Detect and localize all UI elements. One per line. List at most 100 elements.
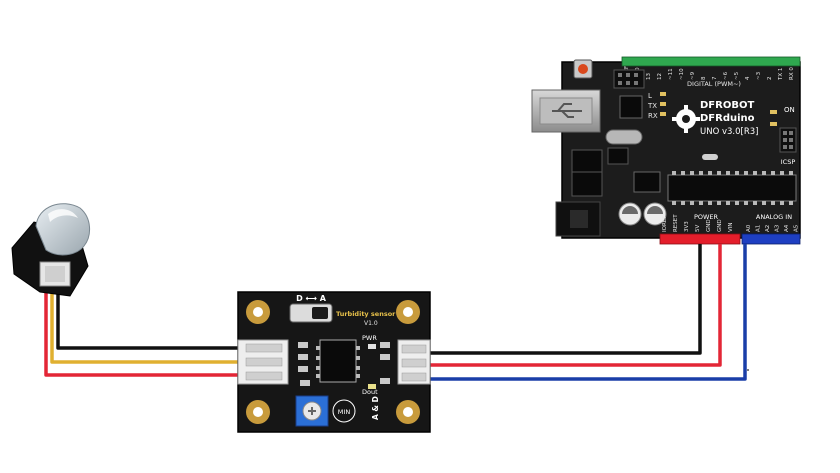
pwr-label: PWR <box>362 334 377 342</box>
chip-pin <box>726 201 730 205</box>
analog-pin-label-4: A4 <box>784 224 790 232</box>
board-title: Turbidity sensor <box>336 310 396 318</box>
chip-pin <box>681 171 685 175</box>
dout-label: Dout <box>362 388 378 396</box>
wire-black <box>430 244 702 355</box>
analog-pin-label-1: A1 <box>756 225 762 232</box>
wires-board-to-arduino <box>430 244 747 381</box>
analog-pin-label-5: A5 <box>794 224 800 232</box>
usb-chip <box>619 95 643 119</box>
analog-header-strip <box>741 233 801 245</box>
voltage-regulator-2 <box>571 171 603 197</box>
probe-wire-black <box>56 290 240 350</box>
probe-wire-yellow <box>50 290 240 364</box>
chip-pin <box>717 201 721 205</box>
on-label: ON <box>784 106 795 114</box>
chip-pin <box>780 201 784 205</box>
wire-blue <box>430 244 747 381</box>
icsp-header <box>779 127 797 153</box>
digital-header-strip <box>621 56 801 67</box>
digital-pin-label-15: RX 0 <box>789 67 795 80</box>
ad-label: A & D <box>371 396 380 420</box>
chip-pin <box>672 201 676 205</box>
analog-pin-label-2: A2 <box>765 225 771 232</box>
min-ring <box>332 399 356 423</box>
chip-pin <box>771 201 775 205</box>
chip-pin <box>789 201 793 205</box>
chip-pin <box>762 171 766 175</box>
dfrobot-gear-icon <box>672 105 700 133</box>
comparator-chip <box>319 339 357 383</box>
turbidity-sensor-board: D ⟷ A Turbidity sensor V1.0 PWR Dout <box>237 291 431 433</box>
chip-pin <box>726 171 730 175</box>
board-version: V1.0 <box>364 320 378 327</box>
digital-pin-label-13: 2 <box>767 77 773 81</box>
chip-pin <box>699 171 703 175</box>
chip-pin <box>744 171 748 175</box>
digital-pin-label-8: 7 <box>712 76 718 80</box>
led-tx-label: TX <box>647 102 657 110</box>
chip-pin <box>690 201 694 205</box>
dout-led <box>368 384 376 389</box>
atmega-chip <box>667 174 797 202</box>
power-pin-label-4: GND <box>706 219 712 232</box>
chip-pin <box>699 201 703 205</box>
turbidity-probe <box>11 203 90 297</box>
wire-red <box>430 244 722 367</box>
arduino-version: UNO v3.0[R3] <box>700 127 758 137</box>
smd-components <box>298 342 390 386</box>
power-pin-label-2: 3V3 <box>684 221 690 232</box>
chip-pin <box>789 171 793 175</box>
chip-pin <box>735 171 739 175</box>
chip-pin <box>753 171 757 175</box>
analog-pin-label-0: A0 <box>746 224 752 232</box>
analog-header-label: ANALOG IN <box>756 213 792 221</box>
digital-pin-label-11: 4 <box>745 76 751 80</box>
crystal-oscillator <box>605 129 643 145</box>
icsp-label: ICSP <box>781 158 796 166</box>
chip-pin <box>681 201 685 205</box>
arduino-brand: DFROBOT <box>700 100 754 111</box>
digital-header-label: DIGITAL (PWM~) <box>687 80 741 88</box>
wires-probe-to-board <box>44 290 240 377</box>
icsp-usb-header <box>613 69 645 89</box>
digital-pin-label-5: ~10 <box>679 68 685 80</box>
chip-pin <box>762 201 766 205</box>
led-rx-label: RX <box>648 112 658 120</box>
digital-pin-label-10: ~5 <box>734 71 740 80</box>
chip-pin <box>708 171 712 175</box>
power-header-label: POWER <box>694 213 719 221</box>
power-pin-label-3: 5V <box>695 225 701 232</box>
pwr-led <box>368 344 376 349</box>
digital-pin-label-6: ~9 <box>690 71 696 80</box>
chip-pin <box>780 171 784 175</box>
digital-pin-label-4: ~11 <box>668 68 674 80</box>
chip-pin <box>735 201 739 205</box>
chip-pin <box>708 201 712 205</box>
digital-pin-label-3: 12 <box>657 73 663 80</box>
mounting-holes <box>246 300 420 424</box>
chip-pin <box>744 201 748 205</box>
reset-button-cap <box>578 64 588 74</box>
chip-pin <box>672 171 676 175</box>
analog-pin-label-3: A3 <box>775 224 781 232</box>
digital-pin-label-2: 13 <box>646 73 652 80</box>
chip-pin <box>771 171 775 175</box>
digital-pin-label-9: ~6 <box>723 71 729 80</box>
chip-pin <box>690 171 694 175</box>
usb-icon <box>552 103 582 118</box>
probe-wire-red <box>44 290 240 377</box>
chip-pin <box>753 201 757 205</box>
voltage-regulator <box>571 149 603 173</box>
power-header-strip <box>659 233 741 245</box>
power-pin-label-0: IOREF <box>662 216 668 232</box>
chip-pin <box>717 171 721 175</box>
arduino-model: DFRduino <box>700 113 755 124</box>
power-pin-label-5: GND <box>717 219 723 232</box>
min-label: MIN <box>338 408 351 416</box>
digital-pin-label-14: TX 1 <box>778 68 784 81</box>
